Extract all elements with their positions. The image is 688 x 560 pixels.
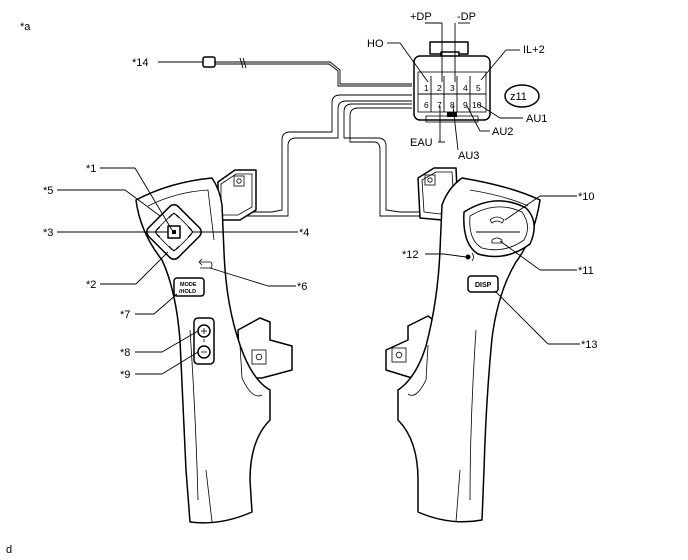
connector-id: z11 (510, 91, 527, 103)
footer-mark: d (6, 544, 12, 556)
disp-label: DISP (475, 282, 492, 289)
mode-hold-button[interactable]: MODE /HOLD (173, 277, 205, 297)
callout-1: *1 (86, 163, 96, 175)
terminal-au1: AU1 (526, 113, 547, 125)
callout-2: *2 (86, 279, 96, 291)
connector-pin-labels: 1 2 3 4 5 6 7 8 9 10 (424, 83, 482, 110)
callout-10: *10 (578, 191, 595, 203)
right-switch-body (385, 167, 541, 523)
terminal-minus-dp: -DP (457, 11, 476, 23)
figure-marker: *a (20, 21, 31, 33)
nav-up-icon (168, 212, 180, 219)
nav-down-icon (168, 245, 180, 252)
pin-8: 8 (450, 100, 455, 110)
callout-12: *12 (402, 249, 419, 261)
pin-3: 3 (450, 83, 455, 93)
phone-off-hook-icon (489, 216, 505, 224)
callout-9: *9 (120, 369, 130, 381)
terminal-eau: EAU (410, 137, 433, 149)
callout-11: *11 (578, 265, 594, 277)
callout-8: *8 (120, 347, 130, 359)
connector-id-oval (504, 84, 540, 108)
callout-14: *14 (132, 57, 149, 69)
terminal-ho: HO (367, 38, 384, 50)
volume-rocker[interactable] (193, 317, 215, 365)
connector-z11 (413, 41, 491, 123)
pin-2: 2 (437, 83, 442, 93)
pin-7: 7 (437, 100, 442, 110)
callout-5: *5 (43, 185, 53, 197)
mode-label: MODE (180, 282, 197, 288)
pin-1: 1 (424, 83, 429, 93)
terminal-il2: IL+2 (523, 44, 545, 56)
plus-icon (201, 328, 207, 334)
pin-5: 5 (476, 83, 481, 93)
pin-6: 6 (424, 100, 429, 110)
wire-harness (215, 61, 432, 217)
callout-leaders (57, 61, 580, 375)
callout-13: *13 (581, 339, 598, 351)
callout-7: *7 (120, 309, 130, 321)
phone-switch[interactable] (463, 200, 535, 258)
terminal-au2: AU2 (492, 126, 513, 138)
return-arrow-icon (198, 258, 203, 266)
sensor-plug (202, 56, 247, 69)
voice-command-icon (465, 254, 471, 260)
terminal-leaders (387, 22, 523, 151)
voice-command-button[interactable] (465, 252, 474, 262)
disp-button[interactable]: DISP (467, 275, 499, 293)
hold-label: /HOLD (179, 289, 196, 295)
pin-10: 10 (472, 100, 482, 110)
callout-4: *4 (299, 227, 309, 239)
terminal-au3: AU3 (458, 150, 479, 162)
pin-4: 4 (463, 83, 468, 93)
callout-6: *6 (297, 281, 307, 293)
pin-9: 9 (463, 100, 468, 110)
terminal-plus-dp: +DP (410, 11, 432, 23)
callout-3: *3 (43, 227, 53, 239)
